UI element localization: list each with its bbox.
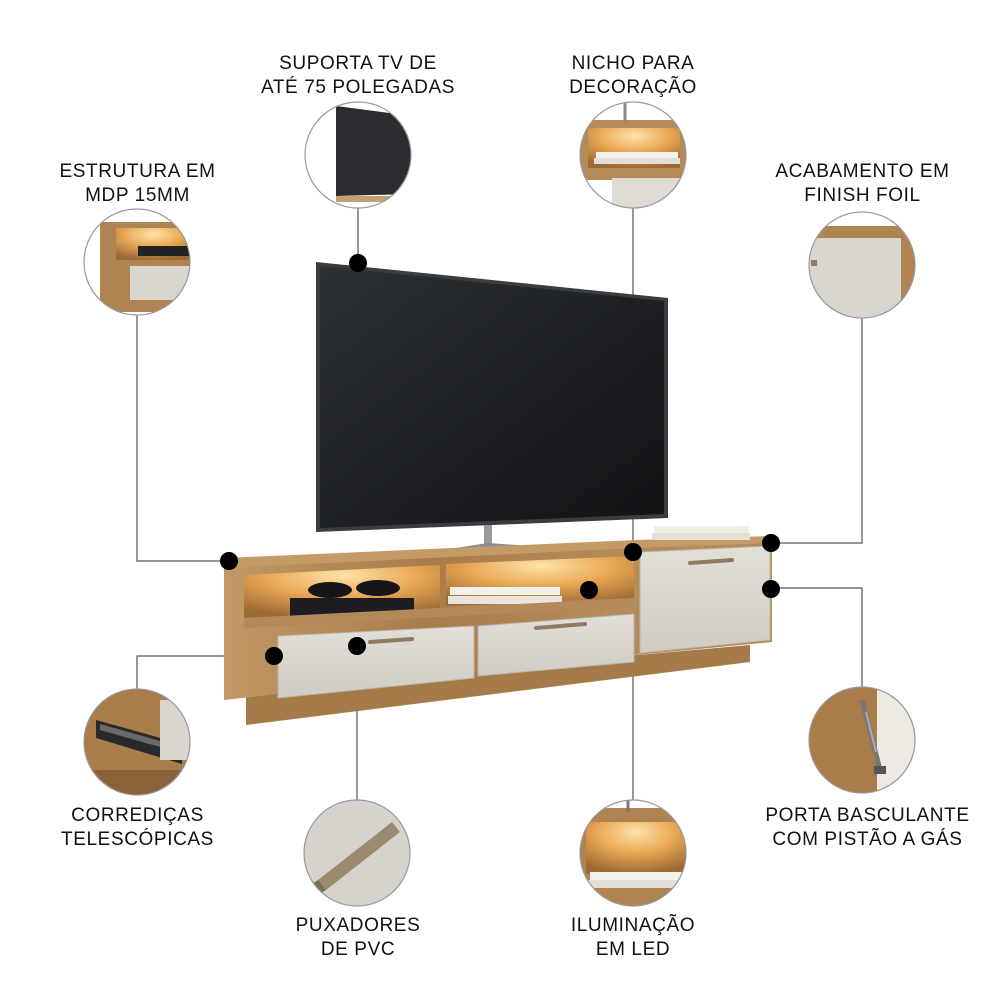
marker-dot [624, 543, 642, 561]
label-line: PUXADORES [295, 915, 421, 936]
marker-dot [220, 552, 238, 570]
detail-telescopic-slides [83, 688, 191, 796]
leader-line [771, 318, 863, 544]
label-finish-foil: ACABAMENTO EM FINISH FOIL [770, 160, 955, 208]
controller [308, 582, 352, 598]
detail-mdp-structure [83, 208, 191, 316]
label-line: SUPORTA TV DE [279, 53, 437, 74]
rack-shelf [244, 598, 634, 628]
label-line: ESTRUTURA EM [59, 161, 216, 182]
label-line: FINISH FOIL [804, 185, 921, 206]
label-decor-niche: NICHO PARA DECORAÇÃO [553, 52, 713, 100]
rack-plinth [246, 645, 750, 725]
detail-tv-support [304, 101, 412, 209]
detail-finish-foil [808, 211, 916, 319]
label-line: PORTA BASCULANTE [765, 805, 970, 826]
label-line: NICHO PARA [571, 53, 695, 74]
marker-dot [348, 637, 366, 655]
marker-dot [762, 580, 780, 598]
label-led-lighting: ILUMINAÇÃO EM LED [553, 914, 713, 962]
door-handle [688, 558, 734, 565]
label-line: ATÉ 75 POLEGADAS [260, 77, 456, 98]
leader-line [771, 587, 863, 687]
book [654, 526, 749, 533]
label-line: CORREDIÇAS [71, 805, 204, 826]
label-line: EM LED [595, 939, 671, 960]
label-mdp-structure: ESTRUTURA EM MDP 15MM [55, 160, 220, 208]
tv-screen [320, 266, 664, 528]
detail-gas-piston-door [808, 686, 916, 794]
detail-pvc-handles [303, 799, 411, 907]
label-line: MDP 15MM [85, 185, 190, 206]
drawer-handle [368, 637, 414, 644]
label-line: DE PVC [320, 939, 396, 960]
tv [316, 262, 668, 558]
label-line: ILUMINAÇÃO [570, 915, 696, 936]
tv-neck [484, 525, 492, 547]
detail-led-lighting [579, 799, 687, 907]
label-line: ACABAMENTO EM [775, 161, 950, 182]
book [652, 533, 750, 540]
label-line: TELESCÓPICAS [61, 829, 214, 850]
label-line: COM PISTÃO A GÁS [772, 829, 963, 850]
label-line: DECORAÇÃO [569, 77, 697, 98]
tv-rack [224, 526, 772, 725]
label-pvc-handles: PUXADORES DE PVC [283, 914, 433, 962]
drawer-left [277, 625, 475, 699]
label-tv-support: SUPORTA TV DE ATÉ 75 POLEGADAS [258, 52, 458, 100]
marker-dot [580, 581, 598, 599]
flap-door [639, 545, 771, 654]
marker-dot [265, 647, 283, 665]
markers [220, 254, 780, 665]
label-telescopic-slides: CORREDIÇAS TELESCÓPICAS [55, 804, 220, 852]
marker-dot [762, 534, 780, 552]
book [450, 587, 560, 595]
controller [356, 580, 400, 596]
drawer-handle [534, 622, 587, 630]
leader-line [136, 315, 229, 562]
detail-decor-niche [579, 101, 687, 209]
label-gas-piston-door: PORTA BASCULANTE COM PISTÃO A GÁS [755, 804, 980, 852]
marker-dot [349, 254, 367, 272]
drawer-right [477, 613, 635, 677]
book [448, 596, 562, 604]
